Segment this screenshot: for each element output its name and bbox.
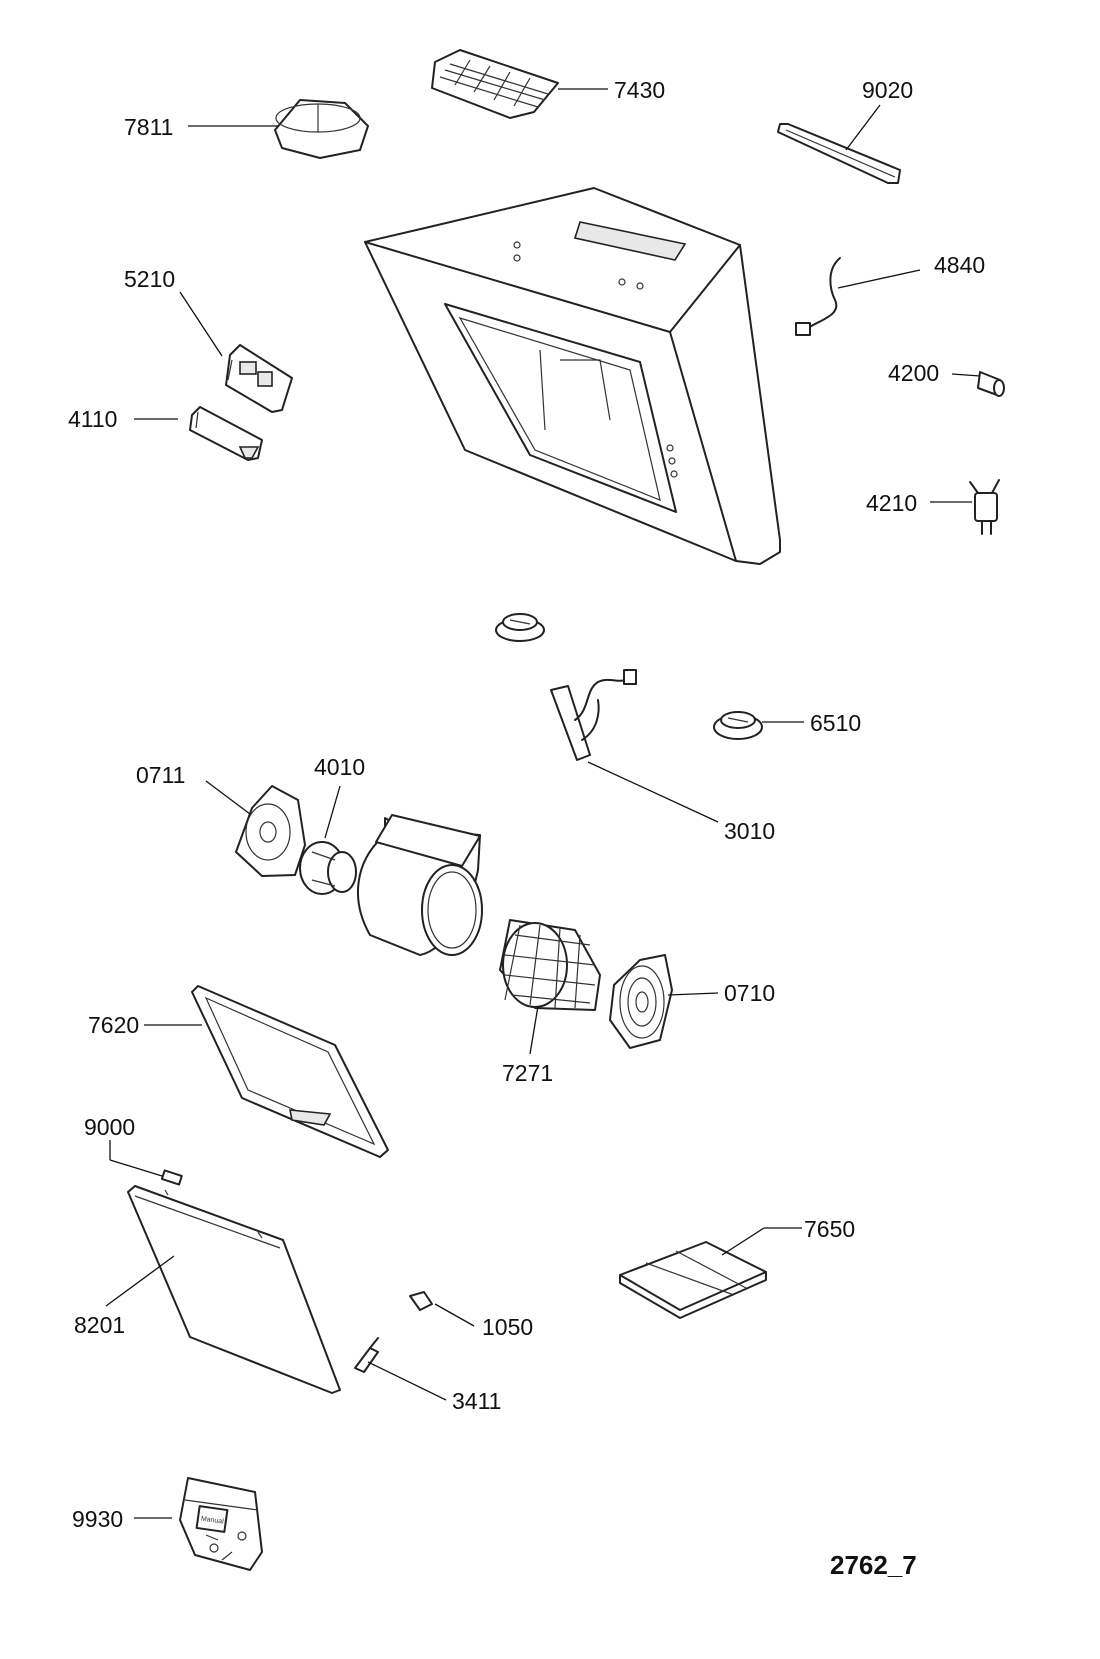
part-9000-clip — [160, 1169, 183, 1186]
label-1050: 1050 — [482, 1314, 534, 1340]
label-3010: 3010 — [724, 818, 776, 844]
label-4010: 4010 — [314, 754, 366, 780]
leader-8201 — [105, 1255, 175, 1307]
leader-3010 — [587, 761, 719, 823]
part-7650-carbon-filter — [619, 1241, 767, 1319]
leader-lines — [105, 88, 981, 1519]
label-7620: 7620 — [88, 1012, 140, 1038]
part-4840-cable — [795, 257, 841, 336]
label-7430: 7430 — [614, 77, 666, 103]
part-4210-capacitor — [969, 479, 1000, 535]
label-0711: 0711 — [136, 762, 186, 788]
label-4110: 4110 — [68, 406, 118, 432]
sheet-id: 2762_7 — [830, 1550, 917, 1580]
leader-0711 — [205, 780, 251, 815]
manual-text: Manual — [200, 1515, 224, 1525]
label-0710: 0710 — [724, 980, 776, 1006]
part-7430-grille — [431, 49, 559, 119]
part-7271-fan-wheel — [499, 919, 601, 1011]
part-4110-box — [189, 406, 263, 461]
label-7271: 7271 — [502, 1060, 554, 1086]
part-4010-motor — [299, 841, 357, 895]
leader-4200 — [951, 373, 981, 377]
part-blower-housing — [357, 814, 483, 956]
leader-4840 — [837, 269, 921, 289]
leader-1050 — [434, 1303, 475, 1327]
leader-3411 — [367, 1361, 447, 1401]
part-knob — [495, 613, 545, 642]
part-3411-pin — [354, 1337, 379, 1373]
label-7811: 7811 — [124, 114, 174, 140]
part-0711-plate — [235, 785, 306, 877]
label-7650: 7650 — [804, 1216, 856, 1242]
label-4210: 4210 — [866, 490, 918, 516]
part-1050-catch — [409, 1291, 433, 1311]
part-9020-rail — [777, 123, 901, 184]
part-7811-round-cover — [274, 99, 369, 159]
part-6510-knob — [713, 711, 763, 740]
leader-4010 — [324, 785, 341, 839]
part-7620-filter-frame — [191, 985, 389, 1158]
label-4200: 4200 — [888, 360, 940, 386]
label-5210: 5210 — [124, 266, 176, 292]
label-9020: 9020 — [862, 77, 914, 103]
hood-body — [364, 187, 781, 565]
part-4200-lamp — [977, 371, 1005, 397]
label-6510: 6510 — [810, 710, 862, 736]
label-9000: 9000 — [84, 1114, 136, 1140]
label-8201: 8201 — [74, 1312, 126, 1338]
part-3010-switch — [550, 669, 637, 761]
leader-7271 — [529, 1005, 539, 1055]
label-3411: 3411 — [452, 1388, 502, 1414]
label-9930: 9930 — [72, 1506, 124, 1532]
leader-0710 — [667, 992, 719, 996]
part-8201-glass-panel — [127, 1185, 341, 1394]
part-0710-grille — [609, 954, 673, 1049]
part-9930-bag — [179, 1477, 263, 1571]
label-4840: 4840 — [934, 252, 986, 278]
part-5210-pcb — [225, 344, 293, 413]
leader-5210 — [179, 291, 223, 357]
leader-7650 — [721, 1227, 765, 1256]
leader-9020 — [845, 104, 881, 151]
leader-9000b — [109, 1159, 163, 1177]
